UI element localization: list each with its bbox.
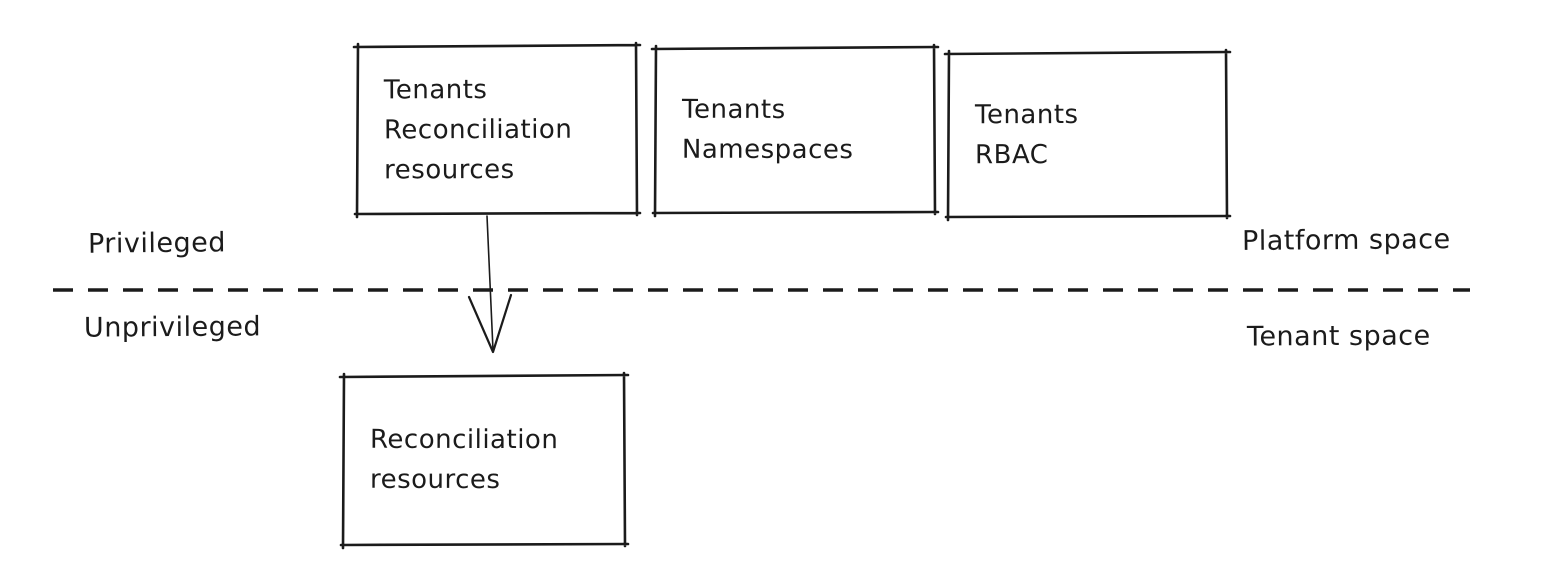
node-tenants-namespaces: Tenants Namespaces: [655, 47, 935, 214]
node-border-tenants-reconciliation-resources: [352, 41, 642, 219]
node-tenants-rbac: Tenants RBAC: [948, 52, 1227, 217]
node-label-line: RBAC: [975, 139, 1049, 170]
label-tenant-space: Tenant space: [1246, 320, 1431, 353]
node-label-line: Reconciliation: [383, 114, 573, 146]
node-reconciliation-resources: Reconciliation resources: [343, 375, 625, 545]
node-label-line: Tenants: [974, 99, 1079, 130]
node-label-line: Tenants: [383, 75, 488, 106]
node-label-line: Namespaces: [681, 134, 854, 166]
node-label-line: resources: [384, 154, 515, 186]
node-border-tenants-rbac: [943, 48, 1232, 222]
label-unprivileged: Unprivileged: [83, 311, 262, 344]
node-border-tenants-namespaces: [650, 43, 940, 218]
node-label-line: resources: [369, 464, 501, 496]
node-tenants-reconciliation-resources: Tenants Reconciliation resources: [357, 45, 638, 216]
label-privileged: Privileged: [87, 227, 227, 260]
node-border-reconciliation-resources: [338, 371, 630, 550]
arrow-shaft-reconciliation: [486, 215, 494, 351]
node-label-line: Reconciliation: [370, 424, 559, 456]
node-label-line: Tenants: [682, 94, 786, 125]
arrow-head-icon: [467, 293, 513, 354]
label-platform-space: Platform space: [1241, 224, 1451, 257]
